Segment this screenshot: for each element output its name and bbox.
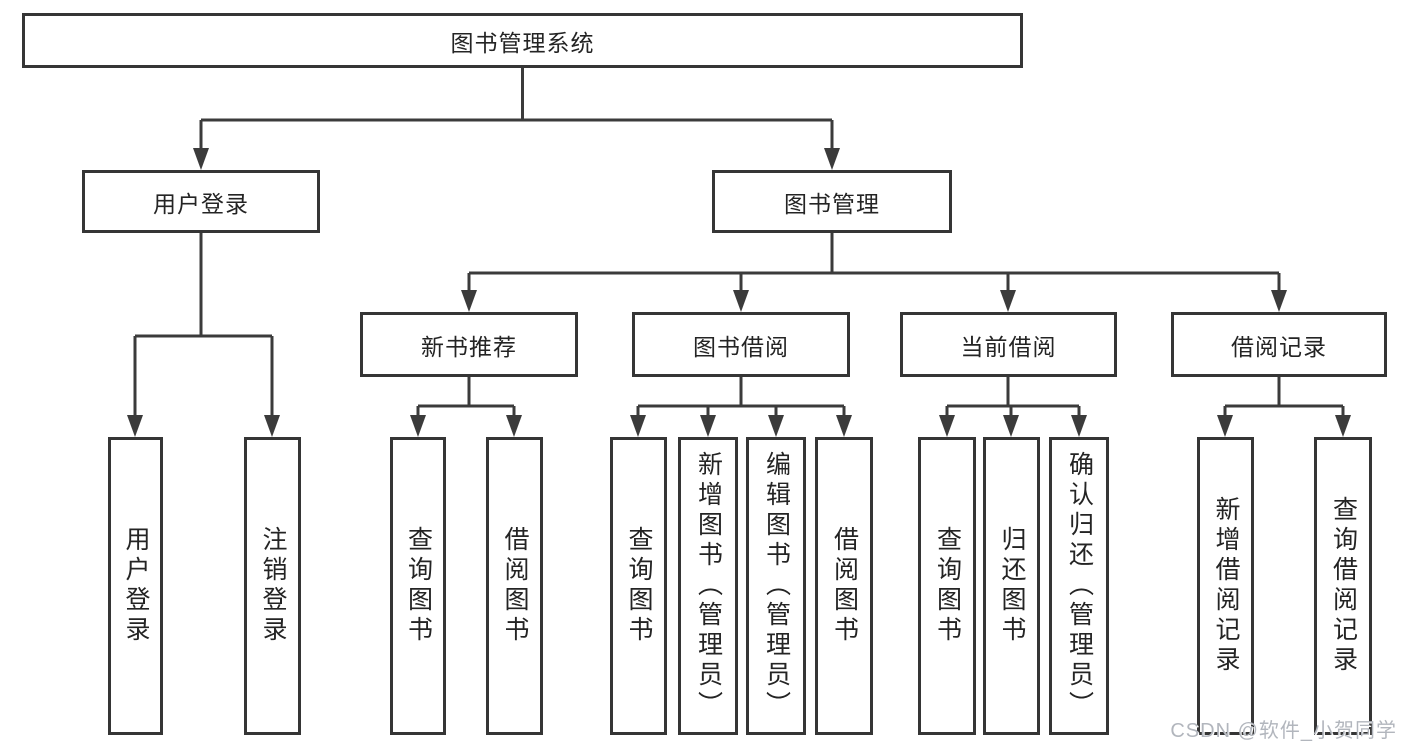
node-book-management: 图书管理 (712, 170, 952, 233)
connector-book-borrow-children (630, 377, 852, 437)
node-leaf-br-query-record: 查询借阅记录 (1314, 437, 1372, 735)
connector-root-to-level2 (193, 68, 840, 170)
node-book-borrowing: 图书借阅 (632, 312, 850, 377)
node-root-library-management-system: 图书管理系统 (22, 13, 1023, 68)
csdn-watermark: CSDN @软件_小贺同学 (1170, 720, 1397, 742)
node-current-borrowing: 当前借阅 (900, 312, 1117, 377)
node-leaf-br-add-record: 新增借阅记录 (1197, 437, 1254, 735)
connector-new-book-rec-children (410, 377, 522, 437)
node-leaf-cb-confirm-return-admin: 确认归还（管理员） (1049, 437, 1109, 735)
node-new-book-recommendation: 新书推荐 (360, 312, 578, 377)
node-user-login: 用户登录 (82, 170, 320, 233)
connector-book-mgmt-to-level3 (461, 233, 1287, 312)
connector-current-borrow-children (939, 377, 1087, 437)
node-leaf-logout: 注销登录 (244, 437, 301, 735)
node-leaf-bb-query-books: 查询图书 (610, 437, 667, 735)
connector-borrow-records-children (1217, 377, 1351, 437)
node-leaf-rec-query-books: 查询图书 (390, 437, 446, 735)
node-leaf-bb-add-books-admin: 新增图书（管理员） (678, 437, 738, 735)
node-leaf-bb-borrow-books: 借阅图书 (815, 437, 873, 735)
node-leaf-cb-return-books: 归还图书 (983, 437, 1040, 735)
node-leaf-bb-edit-books-admin: 编辑图书（管理员） (746, 437, 806, 735)
connector-user-login-children (127, 233, 280, 437)
node-leaf-rec-borrow-books: 借阅图书 (486, 437, 543, 735)
node-leaf-cb-query-books: 查询图书 (918, 437, 976, 735)
node-leaf-user-login: 用户登录 (108, 437, 163, 735)
node-borrowing-records: 借阅记录 (1171, 312, 1387, 377)
